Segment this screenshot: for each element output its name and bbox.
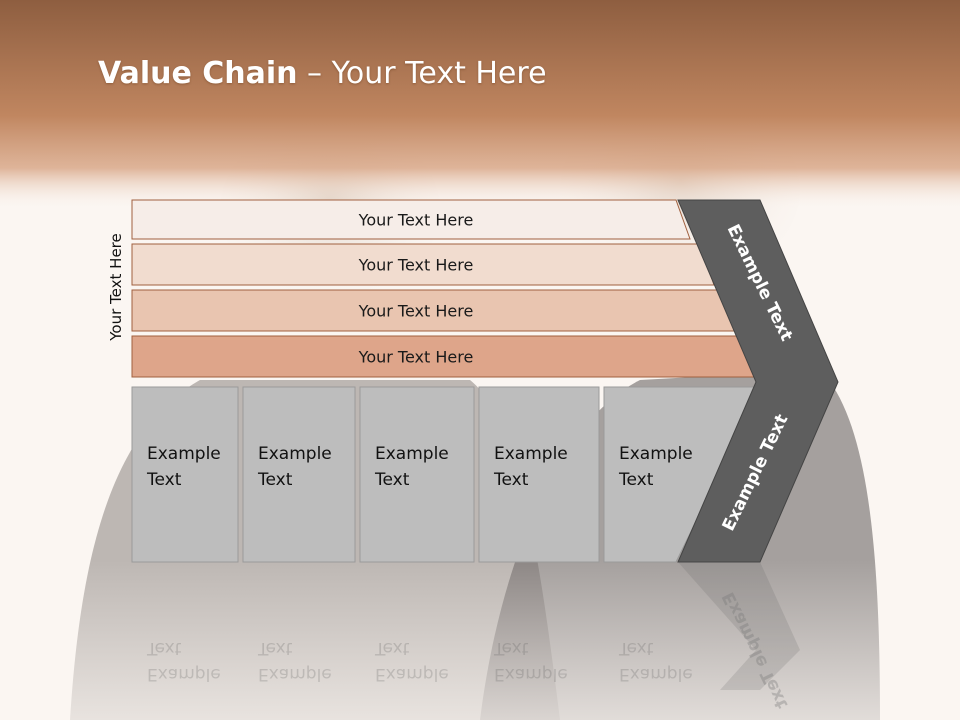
svg-text:Text: Text: [257, 638, 293, 658]
chevron-arrow: [677, 199, 839, 563]
svg-text:Text: Text: [618, 638, 654, 658]
row-label-1: Your Text Here: [358, 211, 474, 230]
svg-text:Text: Text: [146, 638, 182, 658]
box-label-line1-5: Example: [619, 444, 693, 464]
box-reflection-3: Example Text: [374, 638, 449, 684]
row-label-4: Your Text Here: [358, 348, 474, 367]
svg-text:Example: Example: [375, 664, 449, 684]
box-3: [359, 386, 475, 563]
row-label-2: Your Text Here: [358, 256, 474, 275]
box-1: [131, 386, 239, 563]
box-label-line2-1: Text: [146, 470, 182, 490]
title-bold: Value Chain: [98, 56, 298, 91]
box-label-line1-4: Example: [494, 444, 568, 464]
box-4: [478, 386, 600, 563]
box-reflection-2: Example Text: [257, 638, 332, 684]
box-label-line2-2: Text: [257, 470, 293, 490]
box-label-line2-4: Text: [493, 470, 529, 490]
svg-text:Text: Text: [493, 638, 529, 658]
row-bar-1: [131, 199, 691, 240]
box-label-line2-3: Text: [374, 470, 410, 490]
chevron-reflection: [678, 562, 800, 690]
box-label-line1-2: Example: [258, 444, 332, 464]
box-5: [603, 386, 763, 563]
slide-title: Value Chain – Your Text Here: [98, 52, 547, 96]
svg-text:Example: Example: [494, 664, 568, 684]
box-reflection-4: Example Text: [493, 638, 568, 684]
row-label-3: Your Text Here: [358, 302, 474, 321]
svg-text:Example: Example: [619, 664, 693, 684]
box-label-line2-5: Text: [618, 470, 654, 490]
box-reflection-5: Example Text: [618, 638, 693, 684]
box-2: [242, 386, 356, 563]
box-label-line1-1: Example: [147, 444, 221, 464]
svg-text:Example: Example: [147, 664, 221, 684]
svg-text:Text: Text: [374, 638, 410, 658]
box-reflection-1: Example Text: [146, 638, 221, 684]
title-rest: – Your Text Here: [297, 56, 547, 91]
svg-text:Example: Example: [258, 664, 332, 684]
box-label-line1-3: Example: [375, 444, 449, 464]
